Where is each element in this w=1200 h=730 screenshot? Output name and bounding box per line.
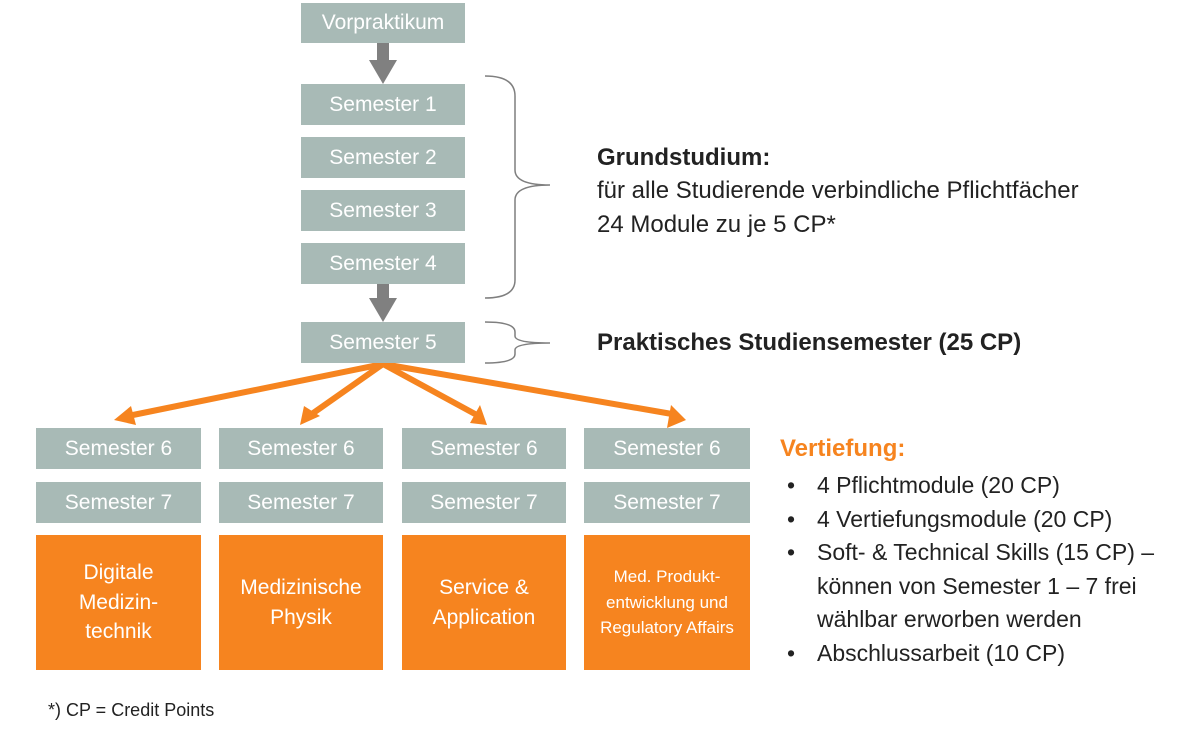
col1-semester-7: Semester 7 <box>36 482 201 523</box>
col3-semester-7-label: Semester 7 <box>430 490 538 514</box>
grundstudium-line2: 24 Module zu je 5 CP* <box>597 211 836 238</box>
vertiefung-item-3: •Soft- & Technical Skills (15 CP) – <box>787 539 1155 565</box>
col1-focus-digitale-medizintechnik: Digitale Medizin-technik <box>36 535 201 670</box>
col2-semester-6-label: Semester 6 <box>247 436 355 460</box>
box-vorpraktikum-label: Vorpraktikum <box>321 11 445 34</box>
col3-semester-7: Semester 7 <box>402 482 566 523</box>
box-semester-2: Semester 2 <box>301 137 465 178</box>
vertiefung-item-2: •4 Vertiefungsmodule (20 CP) <box>787 505 1113 532</box>
col4-semester-7-label: Semester 7 <box>613 490 721 514</box>
vertiefung-item-1: •4 Pflichtmodule (20 CP) <box>787 472 1060 498</box>
vertiefung-item-3-cont1-text: können von Semester 1 – 7 frei <box>817 572 1137 599</box>
col1-focus-label: Digitale Medizin-technik <box>78 561 159 644</box>
arrow-to-col1 <box>125 361 386 419</box>
vertiefung-item-4-text: Abschlussarbeit (10 CP) <box>817 639 1065 666</box>
vertiefung-item-4: •Abschlussarbeit (10 CP) <box>787 639 1065 666</box>
col2-semester-7-label: Semester 7 <box>247 490 355 514</box>
col3-focus-service-application: Service & Application <box>402 535 566 670</box>
vertiefung-item-3-cont2-text: wählbar erworben werden <box>817 606 1082 632</box>
box-semester-5: Semester 5 <box>301 322 465 363</box>
col4-semester-6-label: Semester 6 <box>613 436 721 460</box>
praktisch-title: Praktisches Studiensemester (25 CP) <box>597 329 1022 356</box>
vertiefung-item-3-cont1: können von Semester 1 – 7 frei <box>781 570 1154 604</box>
arrow-sem4-to-sem5 <box>377 284 389 300</box>
arrow-to-col4 <box>380 361 675 417</box>
col2-focus-medizinische-physik: Medizinische Physik <box>219 535 383 670</box>
col3-semester-6: Semester 6 <box>402 428 566 469</box>
grundstudium-title: Grundstudium: <box>597 144 771 171</box>
col4-semester-7: Semester 7 <box>584 482 750 523</box>
col1-semester-7-label: Semester 7 <box>64 490 173 514</box>
col2-semester-7: Semester 7 <box>219 482 383 523</box>
col4-semester-6: Semester 6 <box>584 428 750 469</box>
box-semester-3: Semester 3 <box>301 190 465 231</box>
bracket-grundstudium <box>484 75 551 299</box>
arrow-to-col2 <box>306 361 386 419</box>
vertiefung-list: •4 Pflichtmodule (20 CP) •4 Vertiefungsm… <box>781 469 1154 670</box>
col4-focus-med-produktentwicklung: Med. Produkt-entwicklung und Regulatory … <box>584 535 750 670</box>
box-vorpraktikum: Vorpraktikum <box>301 3 465 43</box>
vertiefung-item-1-text: 4 Pflichtmodule (20 CP) <box>817 472 1060 498</box>
arrow-to-col3 <box>380 361 478 417</box>
box-semester-4: Semester 4 <box>301 243 465 284</box>
box-semester-1: Semester 1 <box>301 84 465 125</box>
box-semester-4-label: Semester 4 <box>329 251 437 275</box>
col3-semester-6-label: Semester 6 <box>430 436 538 460</box>
vertiefung-item-2-text: 4 Vertiefungsmodule (20 CP) <box>817 505 1113 532</box>
vertiefung-item-3-text: Soft- & Technical Skills (15 CP) – <box>817 539 1155 565</box>
vertiefung-title: Vertiefung: <box>780 435 906 462</box>
col2-focus-label: Medizinische Physik <box>240 576 362 629</box>
grundstudium-line1: für alle Studierende verbindliche Pflich… <box>597 177 1079 204</box>
bracket-praktisch <box>484 321 551 364</box>
footnote: *) CP = Credit Points <box>48 700 215 720</box>
box-semester-2-label: Semester 2 <box>329 145 437 169</box>
arrow-vorpraktikum-to-sem1 <box>377 43 389 63</box>
col2-semester-6: Semester 6 <box>219 428 383 469</box>
box-semester-1-label: Semester 1 <box>329 92 437 116</box>
box-semester-5-label: Semester 5 <box>329 330 437 354</box>
col3-focus-label: Service & Application <box>432 576 536 629</box>
col1-semester-6: Semester 6 <box>36 428 201 469</box>
box-semester-3-label: Semester 3 <box>329 198 437 222</box>
vertiefung-item-3-cont2: wählbar erworben werden <box>781 603 1154 637</box>
col1-semester-6-label: Semester 6 <box>64 436 173 460</box>
col4-focus-label: Med. Produkt-entwicklung und Regulatory … <box>600 567 734 638</box>
